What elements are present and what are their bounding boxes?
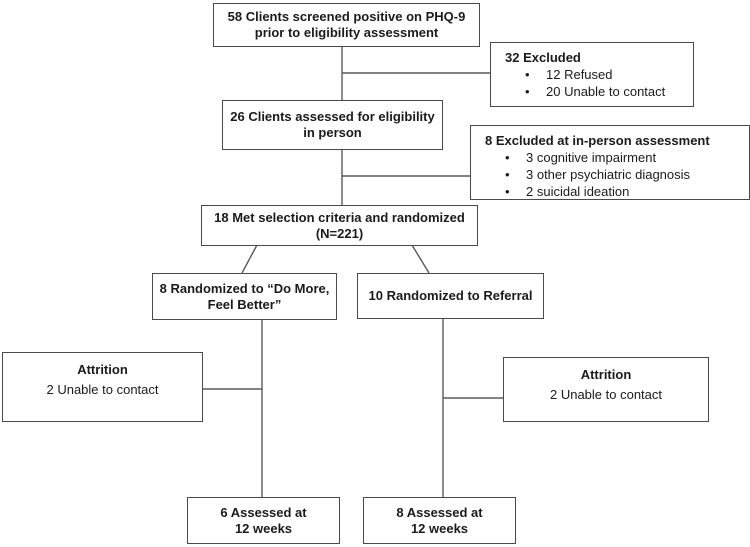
assessed-12wk-right-box: 8 Assessed at 12 weeks	[363, 497, 516, 544]
excluded-screening-bullet: 20 Unable to contact	[505, 84, 685, 100]
excluded-inperson-heading: 8 Excluded at in-person assessment	[485, 133, 710, 148]
line-diagonal-right-arm	[411, 244, 430, 274]
attrition-right-box: Attrition 2 Unable to contact	[503, 357, 709, 422]
excluded-inperson-bullet: 2 suicidal ideation	[485, 184, 741, 200]
arm-referral-box: 10 Randomized to Referral	[357, 273, 544, 319]
assessed-eligibility-box: 26 Clients assessed for eligibility in p…	[222, 100, 443, 150]
attrition-right-detail: 2 Unable to contact	[549, 387, 663, 402]
excluded-inperson-bullet: 3 cognitive impairment	[485, 150, 741, 166]
attrition-right-heading: Attrition	[580, 367, 632, 382]
excluded-screening-box: 32 Excluded 12 Refused 20 Unable to cont…	[490, 42, 694, 107]
assessed12-right-line1: 8 Assessed at	[396, 504, 483, 520]
screened-line1: 58 Clients screened positive on PHQ-9	[227, 9, 466, 24]
randomized-line1: 18 Met selection criteria and randomized	[214, 209, 465, 225]
assessed-12wk-left-box: 6 Assessed at 12 weeks	[187, 497, 340, 544]
attrition-left-box: Attrition 2 Unable to contact	[2, 352, 203, 422]
randomized-line2: (N=221)	[315, 225, 364, 241]
excluded-screening-heading: 32 Excluded	[505, 50, 581, 65]
screened-box: 58 Clients screened positive on PHQ-9 pr…	[213, 3, 480, 47]
excluded-inperson-box: 8 Excluded at in-person assessment 3 cog…	[470, 125, 750, 200]
assessed12-left-line1: 6 Assessed at	[220, 504, 307, 520]
excluded-screening-bullet: 12 Refused	[505, 67, 685, 83]
arm-referral-line1: 10 Randomized to Referral	[368, 288, 533, 303]
attrition-left-detail: 2 Unable to contact	[46, 382, 159, 397]
arm-dmfb-line2: Feel Better”	[207, 296, 282, 312]
screened-line2: prior to eligibility assessment	[254, 25, 439, 40]
excluded-inperson-bullet: 3 other psychiatric diagnosis	[485, 167, 741, 183]
line-diagonal-left-arm	[241, 244, 258, 274]
assessed-line2: in person	[303, 125, 362, 140]
randomized-box: 18 Met selection criteria and randomized…	[201, 205, 478, 246]
assessed12-left-line2: 12 weeks	[234, 520, 293, 536]
assessed-line1: 26 Clients assessed for eligibility	[230, 109, 435, 124]
attrition-left-heading: Attrition	[77, 362, 128, 377]
arm-dmfb-line1: 8 Randomized to “Do More,	[159, 280, 330, 296]
arm-do-more-feel-better-box: 8 Randomized to “Do More, Feel Better”	[152, 273, 337, 320]
assessed12-right-line2: 12 weeks	[410, 520, 469, 536]
